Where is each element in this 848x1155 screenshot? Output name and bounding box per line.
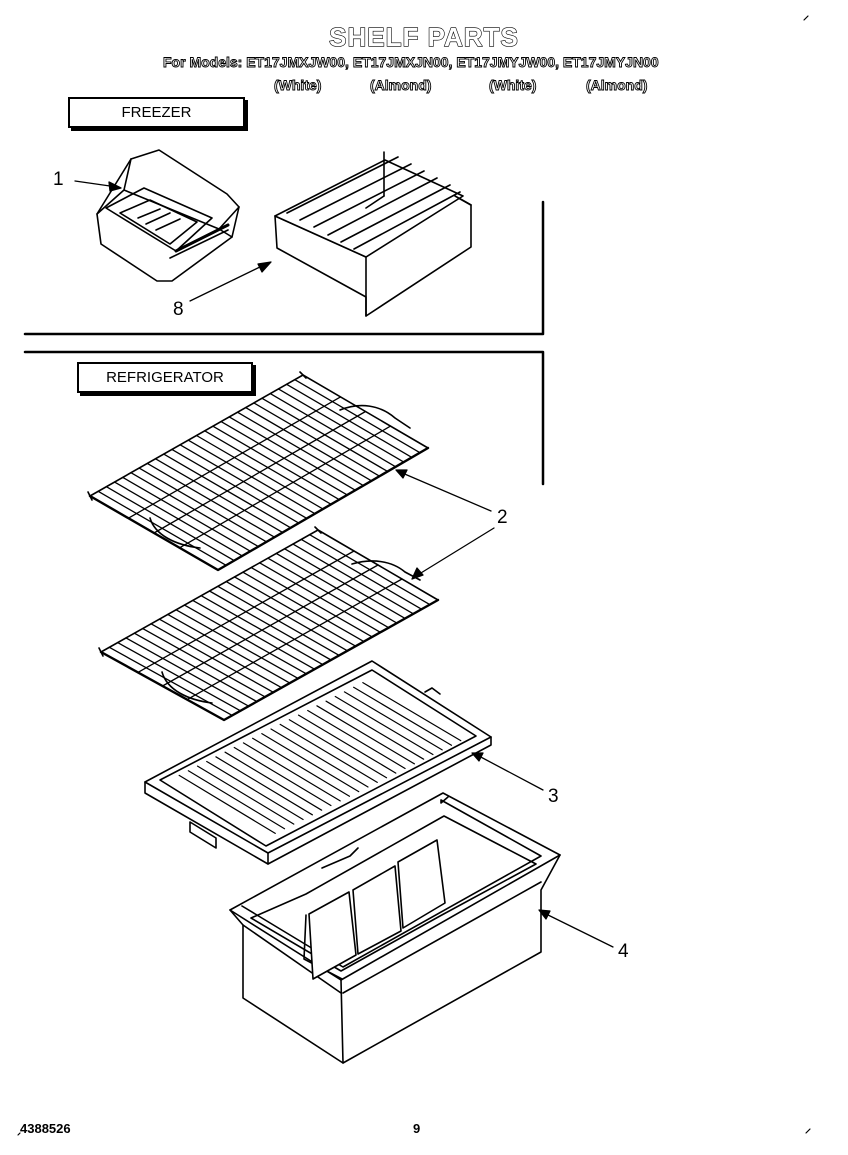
page-title: SHELF PARTS [329,21,519,52]
doc-number: 4388526 [20,1121,71,1136]
callout-2: 2 [497,507,508,528]
callout-8: 8 [173,299,184,320]
freezer-section-label: FREEZER [68,97,245,128]
crisper-cover-part [144,660,492,865]
section-dividers [23,200,545,486]
corner-marks [17,15,811,1136]
variant-label-2: (Almond) [370,77,432,94]
freezer-shelf-part [274,151,472,317]
crisper-drawer-part [229,792,561,1064]
page-number: 9 [413,1121,421,1136]
callout-3: 3 [548,786,559,807]
freezer-basket-part [96,149,240,282]
models-line: For Models: ET17JMXJW00, ET17JMXJN00, ET… [163,54,660,71]
leader-lines [74,180,614,948]
refrigerator-section-label: REFRIGERATOR [77,362,253,393]
callout-1: 1 [53,169,64,190]
wire-shelf-upper-part [87,371,430,572]
variant-label-4: (Almond) [586,77,648,94]
variant-label-3: (White) [489,77,537,94]
callout-4: 4 [618,941,629,962]
variant-label-1: (White) [274,77,322,94]
wire-shelf-lower-part [98,526,440,722]
